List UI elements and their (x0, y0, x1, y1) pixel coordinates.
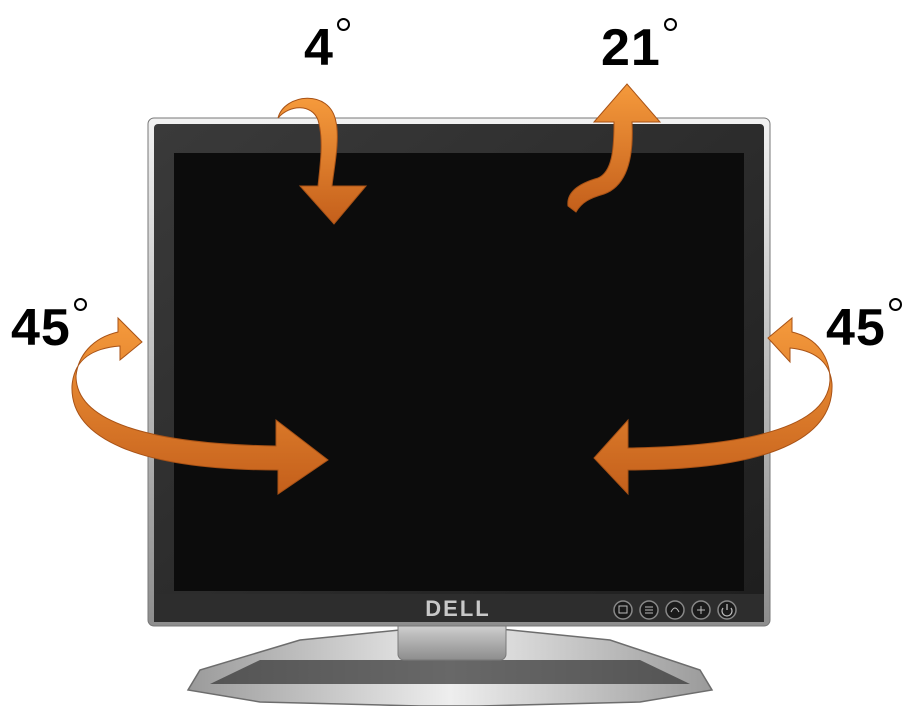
degree-symbol (337, 18, 350, 31)
degree-symbol (889, 298, 902, 311)
monitor: DELL (148, 118, 770, 626)
dell-logo: DELL (425, 596, 490, 621)
adjust-icon[interactable] (692, 601, 710, 619)
swivel-right-angle-label: 45 (826, 302, 902, 354)
tilt-forward-angle-label: 4 (304, 22, 350, 74)
screen (174, 153, 744, 591)
input-source-icon[interactable] (614, 601, 632, 619)
degree-symbol (74, 298, 87, 311)
power-icon[interactable] (718, 601, 736, 619)
menu-icon[interactable] (640, 601, 658, 619)
degree-symbol (664, 18, 677, 31)
tilt-back-angle-label: 21 (601, 22, 677, 74)
swivel-left-angle-label: 45 (11, 302, 87, 354)
brightness-icon[interactable] (666, 601, 684, 619)
